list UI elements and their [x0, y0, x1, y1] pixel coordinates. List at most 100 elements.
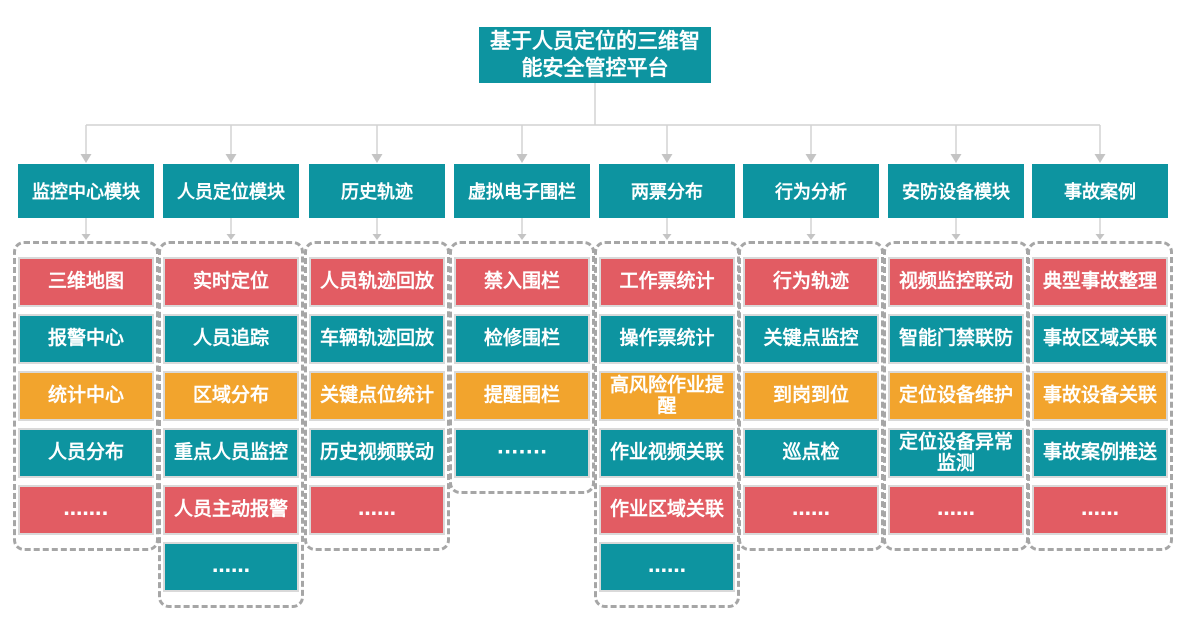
- feature-item-label: 操作票统计: [619, 327, 715, 350]
- feature-item-2-2: 人员追踪: [163, 314, 299, 364]
- feature-item-label: ……: [648, 555, 686, 578]
- feature-item-label: 三维地图: [47, 270, 124, 293]
- feature-item-3-3: 关键点位统计: [309, 371, 445, 421]
- module-header-3: 历史轨迹: [309, 164, 445, 218]
- root-node: 基于人员定位的三维智能安全管控平台: [479, 27, 711, 83]
- module-items-container-1: 三维地图 报警中心 统计中心 人员分布 …….: [13, 241, 159, 551]
- feature-item-1-2: 报警中心: [18, 314, 154, 364]
- feature-item-label: 人员分布: [47, 441, 124, 464]
- feature-item-8-4: 事故案例推送: [1032, 428, 1168, 478]
- feature-item-label: 巡点检: [782, 441, 840, 464]
- module-items-container-6: 行为轨迹 关键点监控 到岗到位 巡点检 ……: [738, 241, 884, 551]
- module-items-container-5: 工作票统计 操作票统计 高风险作业提醒 作业视频关联 作业区域关联 ……: [594, 241, 740, 608]
- feature-item-label: 到岗到位: [772, 384, 849, 407]
- module-header-label: 两票分布: [631, 182, 703, 203]
- module-header-7: 安防设备模块: [888, 164, 1024, 218]
- feature-item-label: ……: [358, 498, 396, 521]
- feature-item-label: 定位设备异常监测: [898, 430, 1013, 474]
- feature-item-label: ……: [792, 498, 830, 521]
- feature-item-6-5: ……: [743, 485, 879, 535]
- feature-item-8-1: 典型事故整理: [1032, 257, 1168, 307]
- module-items-container-2: 实时定位 人员追踪 区域分布 重点人员监控 人员主动报警 ……: [158, 241, 304, 608]
- feature-item-label: 重点人员监控: [173, 441, 288, 464]
- feature-item-2-6: ……: [163, 542, 299, 592]
- module-column-1: 监控中心模块 三维地图 报警中心 统计中心 人员分布 …….: [13, 164, 159, 551]
- module-header-label: 行为分析: [775, 182, 847, 203]
- feature-item-label: 典型事故整理: [1042, 270, 1157, 293]
- feature-item-8-2: 事故区域关联: [1032, 314, 1168, 364]
- feature-item-label: 智能门禁联防: [898, 327, 1013, 350]
- module-header-label: 安防设备模块: [902, 182, 1010, 203]
- feature-item-2-4: 重点人员监控: [163, 428, 299, 478]
- module-column-4: 虚拟电子围栏 禁入围栏 检修围栏 提醒围栏 ·······: [449, 164, 595, 494]
- feature-item-5-3: 高风险作业提醒: [599, 371, 735, 421]
- feature-item-3-1: 人员轨迹回放: [309, 257, 445, 307]
- module-items-container-7: 视频监控联动 智能门禁联防 定位设备维护 定位设备异常监测 ……: [883, 241, 1029, 551]
- feature-item-5-5: 作业区域关联: [599, 485, 735, 535]
- feature-item-label: 历史视频联动: [319, 441, 434, 464]
- feature-item-4-1: 禁入围栏: [454, 257, 590, 307]
- feature-item-label: 车辆轨迹回放: [319, 327, 434, 350]
- feature-item-4-4: ·······: [454, 428, 590, 478]
- feature-item-1-3: 统计中心: [18, 371, 154, 421]
- feature-item-8-3: 事故设备关联: [1032, 371, 1168, 421]
- module-column-8: 事故案例 典型事故整理 事故区域关联 事故设备关联 事故案例推送 ……: [1027, 164, 1173, 551]
- feature-item-label: ……: [1081, 498, 1119, 521]
- feature-item-4-3: 提醒围栏: [454, 371, 590, 421]
- module-header-label: 历史轨迹: [341, 182, 413, 203]
- feature-item-label: 事故设备关联: [1042, 384, 1157, 407]
- feature-item-6-3: 到岗到位: [743, 371, 879, 421]
- feature-item-label: 关键点位统计: [319, 384, 434, 407]
- module-items-container-8: 典型事故整理 事故区域关联 事故设备关联 事故案例推送 ……: [1027, 241, 1173, 551]
- feature-item-label: 人员追踪: [192, 327, 269, 350]
- feature-item-label: 作业视频关联: [609, 441, 724, 464]
- feature-item-label: ·······: [496, 441, 548, 464]
- feature-item-4-2: 检修围栏: [454, 314, 590, 364]
- feature-item-7-1: 视频监控联动: [888, 257, 1024, 307]
- module-column-2: 人员定位模块 实时定位 人员追踪 区域分布 重点人员监控 人员主动报警 ……: [158, 164, 304, 608]
- feature-item-label: 高风险作业提醒: [609, 373, 724, 417]
- feature-item-8-5: ……: [1032, 485, 1168, 535]
- feature-item-5-1: 工作票统计: [599, 257, 735, 307]
- feature-item-label: 事故案例推送: [1042, 441, 1157, 464]
- module-header-label: 虚拟电子围栏: [468, 182, 576, 203]
- feature-item-1-4: 人员分布: [18, 428, 154, 478]
- feature-item-label: 人员轨迹回放: [319, 270, 434, 293]
- feature-item-3-5: ……: [309, 485, 445, 535]
- feature-item-label: 实时定位: [192, 270, 269, 293]
- module-column-7: 安防设备模块 视频监控联动 智能门禁联防 定位设备维护 定位设备异常监测 ……: [883, 164, 1029, 551]
- feature-item-label: 工作票统计: [619, 270, 715, 293]
- feature-item-label: 统计中心: [47, 384, 124, 407]
- feature-item-7-5: ……: [888, 485, 1024, 535]
- feature-item-label: 禁入围栏: [483, 270, 560, 293]
- feature-item-7-2: 智能门禁联防: [888, 314, 1024, 364]
- module-header-2: 人员定位模块: [163, 164, 299, 218]
- module-header-5: 两票分布: [599, 164, 735, 218]
- feature-item-label: ……: [212, 555, 250, 578]
- feature-item-3-2: 车辆轨迹回放: [309, 314, 445, 364]
- feature-item-label: 事故区域关联: [1042, 327, 1157, 350]
- feature-item-2-5: 人员主动报警: [163, 485, 299, 535]
- module-column-3: 历史轨迹 人员轨迹回放 车辆轨迹回放 关键点位统计 历史视频联动 ……: [304, 164, 450, 551]
- module-items-container-3: 人员轨迹回放 车辆轨迹回放 关键点位统计 历史视频联动 ……: [304, 241, 450, 551]
- module-header-8: 事故案例: [1032, 164, 1168, 218]
- feature-item-6-4: 巡点检: [743, 428, 879, 478]
- feature-item-6-2: 关键点监控: [743, 314, 879, 364]
- feature-item-5-2: 操作票统计: [599, 314, 735, 364]
- feature-item-5-6: ……: [599, 542, 735, 592]
- feature-item-label: …….: [63, 498, 109, 521]
- feature-item-label: 作业区域关联: [609, 498, 724, 521]
- module-header-label: 人员定位模块: [177, 182, 285, 203]
- module-header-1: 监控中心模块: [18, 164, 154, 218]
- module-header-label: 监控中心模块: [32, 182, 140, 203]
- feature-item-5-4: 作业视频关联: [599, 428, 735, 478]
- feature-item-7-3: 定位设备维护: [888, 371, 1024, 421]
- module-header-label: 事故案例: [1064, 182, 1136, 203]
- feature-item-label: 关键点监控: [763, 327, 859, 350]
- feature-item-2-3: 区域分布: [163, 371, 299, 421]
- module-column-6: 行为分析 行为轨迹 关键点监控 到岗到位 巡点检 ……: [738, 164, 884, 551]
- feature-item-label: 定位设备维护: [898, 384, 1013, 407]
- feature-item-label: 提醒围栏: [483, 384, 560, 407]
- module-items-container-4: 禁入围栏 检修围栏 提醒围栏 ·······: [449, 241, 595, 494]
- feature-item-label: 报警中心: [47, 327, 124, 350]
